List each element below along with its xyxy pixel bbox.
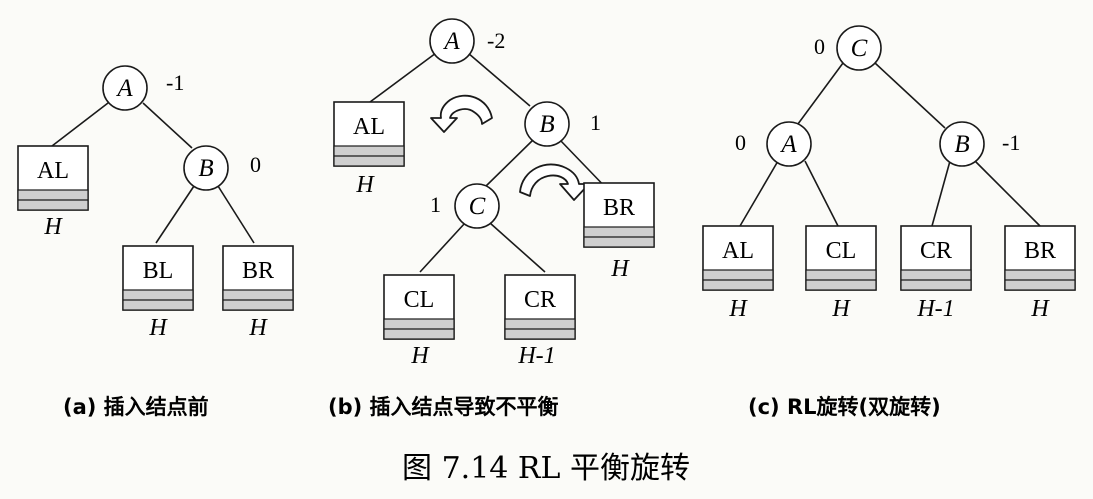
subtree-bl-height: H — [148, 315, 168, 341]
node-a: A — [766, 121, 812, 167]
subtree-br: BR — [1004, 225, 1076, 291]
node-b-label: B — [954, 131, 969, 158]
subtree-al-label: AL — [353, 114, 385, 140]
rotate-right-arrow-icon — [519, 163, 590, 201]
node-b: B — [939, 121, 985, 167]
node-b: B — [183, 145, 229, 191]
subtree-cl: CL — [805, 225, 877, 291]
subtree-al-label: AL — [37, 158, 69, 184]
node-c-label: C — [851, 35, 868, 62]
panel-b: A -2 B 1 C 1 AL H BR H CL H — [328, 18, 655, 419]
subtree-br: BR — [583, 182, 655, 248]
subtree-al-height: H — [728, 296, 748, 322]
subtree-bl-label: BL — [143, 258, 174, 284]
subtree-cr-label: CR — [920, 238, 952, 264]
subtree-cl-label: CL — [404, 287, 435, 313]
node-a-balance: -2 — [487, 28, 505, 53]
subtree-cl-height: H — [831, 296, 851, 322]
subtree-bl: BL — [122, 245, 194, 311]
rotate-left-arrow-icon — [430, 94, 493, 133]
subtree-br-label: BR — [603, 195, 635, 221]
edge-a-cl — [804, 160, 839, 227]
subtree-br-height: H — [1030, 296, 1050, 322]
node-a-balance: -1 — [166, 70, 184, 95]
edge-c-cl — [419, 222, 466, 273]
panel-b-caption: (b) 插入结点导致不平衡 — [328, 395, 559, 419]
subtree-al: AL — [17, 145, 89, 211]
panel-c-caption: (c) RL旋转(双旋转) — [748, 395, 941, 419]
subtree-cl-height: H — [410, 343, 430, 369]
node-b-balance: 1 — [590, 110, 601, 135]
node-b-balance: -1 — [1002, 130, 1020, 155]
node-c-balance: 1 — [430, 192, 441, 217]
edge-c-b — [874, 62, 946, 129]
node-a: A — [102, 65, 148, 111]
edge-a-al — [739, 160, 779, 227]
edge-c-a — [794, 62, 844, 129]
node-a-label: A — [779, 131, 797, 158]
subtree-br-label: BR — [242, 258, 274, 284]
subtree-br-label: BR — [1024, 238, 1056, 264]
subtree-cr-height: H-1 — [517, 343, 555, 369]
edge-b-cr — [931, 160, 951, 227]
subtree-al-label: AL — [722, 238, 754, 264]
panel-a: A -1 B 0 AL H BL H BR H (a) 插入结点前 — [17, 65, 294, 419]
node-b-balance: 0 — [250, 152, 261, 177]
edge-b-bl — [155, 185, 195, 244]
edge-a-b — [142, 102, 193, 149]
edge-b-br — [974, 160, 1041, 227]
panel-a-caption: (a) 插入结点前 — [63, 395, 209, 419]
edge-b-br — [217, 185, 255, 244]
subtree-cr: CR — [504, 274, 576, 340]
subtree-br-height: H — [248, 315, 268, 341]
node-b-label: B — [539, 111, 554, 138]
node-a-balance: 0 — [735, 130, 746, 155]
subtree-br-height: H — [610, 256, 630, 282]
node-c: C — [836, 25, 882, 71]
subtree-cr-label: CR — [524, 287, 556, 313]
subtree-cr-height: H-1 — [916, 296, 954, 322]
node-a: A — [429, 18, 475, 64]
panel-c: C 0 A 0 B -1 AL H CL H CR H-1 BR — [702, 25, 1076, 419]
node-c: C — [454, 183, 500, 229]
edge-a-b — [467, 52, 531, 107]
node-a-label: A — [115, 75, 133, 102]
node-c-balance: 0 — [814, 34, 825, 59]
figure-caption: 图 7.14 RL 平衡旋转 — [402, 451, 690, 486]
subtree-cl-label: CL — [826, 238, 857, 264]
subtree-cr: CR — [900, 225, 972, 291]
subtree-al: AL — [333, 101, 405, 167]
subtree-al-height: H — [355, 172, 375, 198]
node-b-label: B — [198, 155, 213, 182]
edge-b-c — [484, 139, 534, 188]
node-c-label: C — [469, 193, 486, 220]
node-b: B — [524, 101, 570, 147]
node-a-label: A — [442, 28, 460, 55]
subtree-al: AL — [702, 225, 774, 291]
edge-a-al — [51, 102, 109, 147]
subtree-br: BR — [222, 245, 294, 311]
edge-a-al — [369, 52, 437, 103]
subtree-cl: CL — [383, 274, 455, 340]
edge-c-cr — [489, 222, 546, 273]
subtree-al-height: H — [43, 214, 63, 240]
